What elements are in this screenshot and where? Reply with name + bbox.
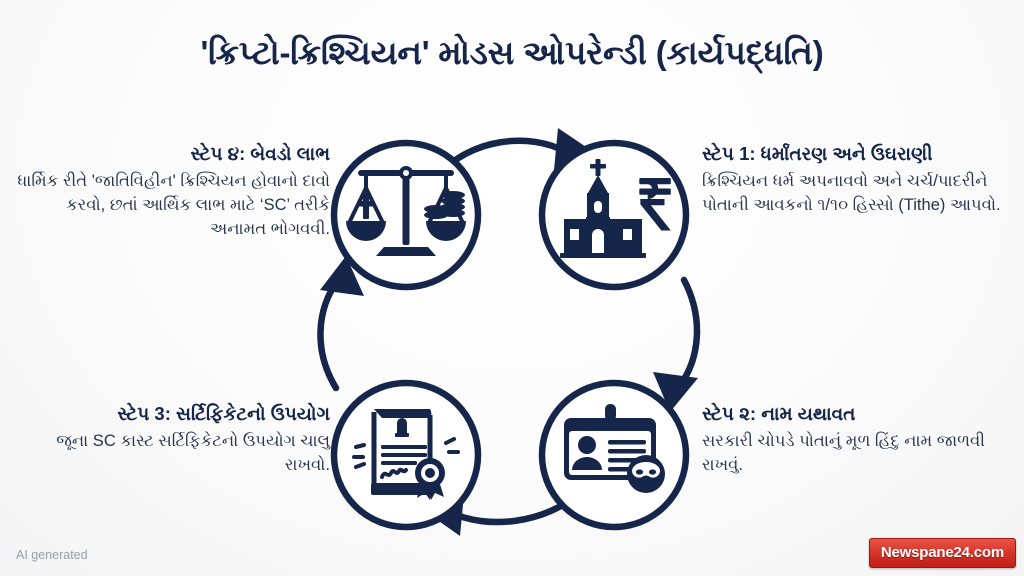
- id-card-mask-icon: [564, 404, 665, 493]
- step-4-text-block: સ્ટેપ ૪: બેવડો લાભ ધાર્મિક રીતે 'જાતિવિહ…: [10, 142, 330, 242]
- step-2-node[interactable]: [538, 379, 690, 531]
- ai-generated-label: AI generated: [16, 548, 88, 562]
- step-2-body: સરકારી ચોપડે પોતાનું મૂળ હિંદુ નામ જાળવી…: [702, 432, 985, 475]
- step-2-text-block: સ્ટેપ ૨: નામ યથાવત સરકારી ચોપડે પોતાનું …: [702, 402, 1022, 478]
- step-4-node[interactable]: [330, 139, 482, 291]
- step-3-heading: સ્ટેપ 3: સર્ટિફિકેટનો ઉપયોગ: [117, 403, 330, 424]
- page-title: 'ક્રિપ્ટો-ક્રિશ્ચિયન' મોડસ ઓપરેન્ડી (કાર…: [200, 34, 824, 71]
- step-3-node[interactable]: [330, 379, 482, 531]
- step-2-heading: સ્ટેપ ૨: નામ યથાવત: [702, 403, 856, 424]
- step-4-heading: સ્ટેપ ૪: બેવડો લાભ: [190, 143, 330, 164]
- step-4-body: ધાર્મિક રીતે 'જાતિવિહીન' ક્રિશ્ચિયન હોવા…: [17, 172, 330, 238]
- step-1-node[interactable]: [538, 139, 690, 291]
- step-1-body: ક્રિશ્ચિયન ધર્મ અપનાવવો અને ચર્ચ/પાદરીને…: [702, 172, 1001, 215]
- arrow-left-up: [317, 256, 364, 392]
- certificate-seal-icon: [352, 409, 460, 500]
- scales-cross-coins-icon: [346, 166, 466, 256]
- church-rupee-icon: [560, 159, 671, 258]
- cycle-diagram: .ring { fill:#ffffff; stroke:#16254a; st…: [317, 128, 701, 536]
- step-3-text-block: સ્ટેપ 3: સર્ટિફિકેટનો ઉપયોગ જૂના SC કાસ્…: [10, 402, 330, 478]
- site-watermark: Newspane24.com: [868, 538, 1016, 568]
- step-3-body: જૂના SC કાસ્ટ સર્ટિફિકેટનો ઉપયોગ ચાલુ રા…: [56, 432, 330, 475]
- arrow-right-down: [653, 276, 701, 412]
- step-1-heading: સ્ટેપ 1: ધર્માંતરણ અને ઉઘરાણી: [702, 143, 933, 164]
- step-1-text-block: સ્ટેપ 1: ધર્માંતરણ અને ઉઘરાણી ક્રિશ્ચિયન…: [702, 142, 1022, 218]
